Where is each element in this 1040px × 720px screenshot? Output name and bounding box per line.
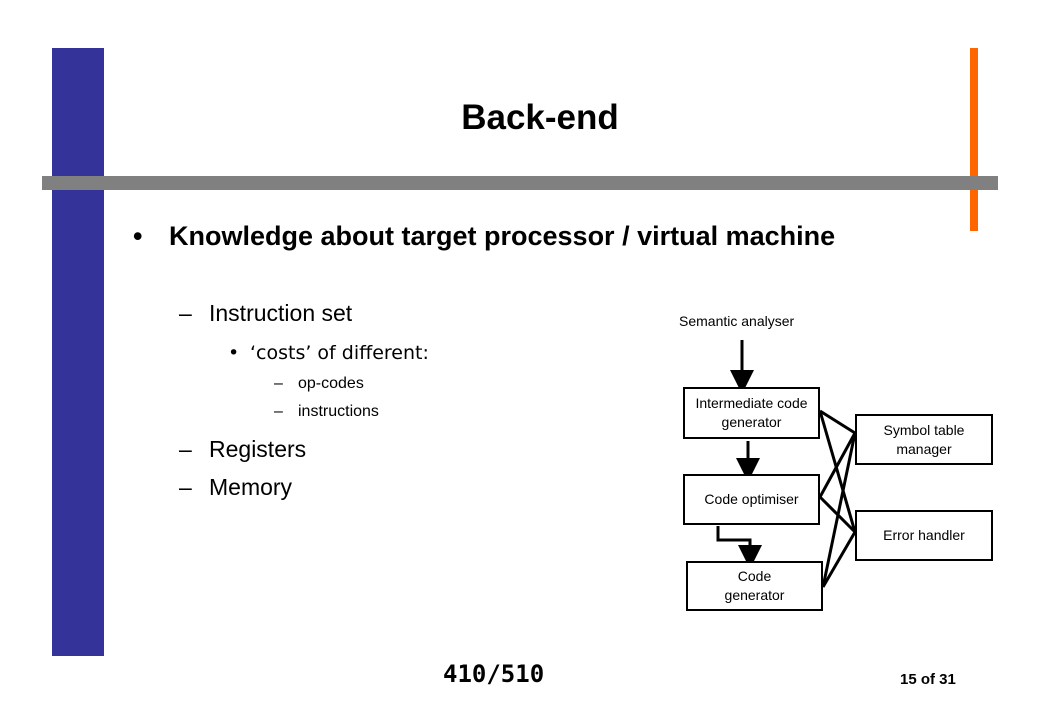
link-generator-error xyxy=(821,531,857,588)
sub-item-instruction-set: Instruction set xyxy=(209,300,353,326)
semantic-analyser-label: Semantic analyser xyxy=(679,313,795,329)
link-intermediate-symbol xyxy=(819,409,856,435)
arrow-optimiser-to-generator xyxy=(716,526,762,569)
dash-marker: – xyxy=(274,403,283,420)
dash-marker: – xyxy=(179,436,192,462)
orange-accent-bar xyxy=(970,48,978,231)
code-optimiser-box: Code optimiser xyxy=(683,474,820,525)
sub-bullet-marker: • xyxy=(228,342,240,364)
sub-item-registers: Registers xyxy=(209,436,307,462)
title-divider xyxy=(42,176,998,190)
symbol-table-manager-label: Symbol table manager xyxy=(883,421,965,457)
intermediate-code-generator-box: Intermediate code generator xyxy=(683,387,820,439)
symbol-table-manager-box: Symbol table manager xyxy=(855,414,993,465)
dash-marker: – xyxy=(274,375,283,392)
sub-item-costs: ‘costs’ of different: xyxy=(250,342,429,364)
code-generator-label: Code generator xyxy=(724,568,785,603)
sub-item-memory: Memory xyxy=(209,474,293,500)
code-optimiser-label: Code optimiser xyxy=(704,491,799,507)
link-generator-symbol xyxy=(821,432,857,588)
link-intermediate-error xyxy=(818,410,857,533)
course-number: 410/510 xyxy=(443,660,545,688)
error-handler-box: Error handler xyxy=(855,510,993,561)
dash-marker: – xyxy=(179,474,192,500)
sub-item-instructions: instructions xyxy=(298,403,379,420)
bullet-marker: • xyxy=(133,221,143,251)
error-handler-label: Error handler xyxy=(883,527,965,543)
code-generator-box: Code generator xyxy=(686,561,823,611)
intermediate-code-generator-label: Intermediate code generator xyxy=(695,395,808,430)
dash-marker: – xyxy=(179,300,192,326)
link-optimiser-symbol xyxy=(818,432,857,498)
page-number: 15 of 31 xyxy=(900,671,956,688)
main-bullet-text: Knowledge about target processor / virtu… xyxy=(169,221,836,251)
left-accent-bar xyxy=(52,48,104,656)
slide-title: Back-end xyxy=(461,98,619,137)
sub-item-op-codes: op-codes xyxy=(298,375,364,392)
